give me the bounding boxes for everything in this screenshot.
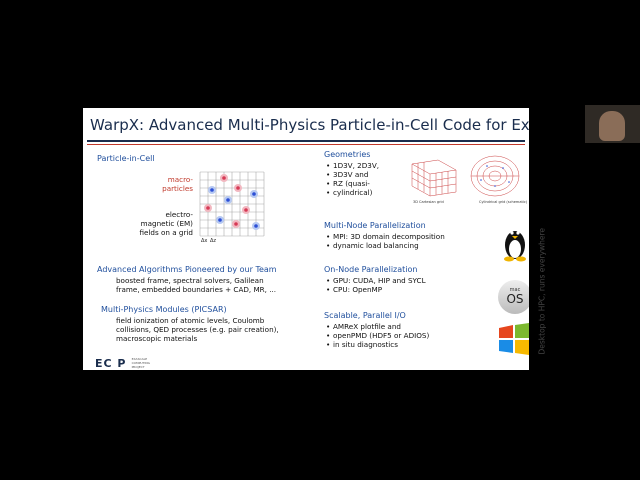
multinode-item: dynamic load balancing [326,241,445,250]
cartesian-grid-image [411,159,457,197]
algorithms-text-1: boosted frame, spectral solvers, Galilea… [116,276,264,285]
presenter-video [599,111,625,141]
multinode-list: MPI: 3D domain decomposition dynamic loa… [326,232,445,250]
physics-text-2: collisions, QED processes (e.g. pair cre… [116,325,279,334]
title-rule [87,140,525,142]
io-heading: Scalable, Parallel I/O [324,311,406,320]
geometries-list: 1D3V, 2D3V, 3D3V and RZ (quasi- cylindri… [326,161,379,197]
io-list: AMReX plotfile and openPMD (HDF5 or ADIO… [326,322,429,349]
cylindrical-caption: Cylindrical grid (schematic) [479,200,528,204]
windows-logo-icon [499,323,529,355]
side-caption-text: Desktop to HPC, runs everywhere [537,227,547,355]
geometries-item: cylindrical) [326,188,379,197]
macos-label-2: OS [506,292,524,306]
ecp-logo: EC P EXASCALE COMPUTING PROJECT [95,352,154,371]
cylindrical-grid-image [470,155,520,197]
geometries-heading: Geometries [324,150,371,159]
onnode-item: GPU: CUDA, HIP and SYCL [326,276,426,285]
multinode-heading: Multi-Node Parallelization [324,221,426,230]
webcam-thumbnail[interactable] [585,105,640,143]
ecp-logo-text: EC P [95,357,127,370]
multinode-item: MPI: 3D domain decomposition [326,232,445,241]
io-item: AMReX plotfile and [326,322,429,331]
onnode-heading: On-Node Parallelization [324,265,418,274]
macos-label-1: mac [509,287,521,293]
particle-markers [204,174,260,230]
particles-label: particles [162,184,193,193]
io-item: in situ diagnostics [326,340,429,349]
physics-heading: Multi-Physics Modules (PICSAR) [101,305,227,314]
title-rule-accent [87,144,525,145]
grid-dz-label: Δz [210,238,216,244]
macro-label: macro- [167,175,193,184]
geometries-item: 1D3V, 2D3V, [326,161,379,170]
em-label-2: magnetic (EM) [140,219,193,228]
presentation-slide: WarpX: Advanced Multi-Physics Particle-i… [83,108,529,370]
em-label-1: electro- [165,210,193,219]
pic-grid-diagram: Δx Δz [199,171,265,244]
grid-dx-label: Δx [201,238,207,244]
io-item: openPMD (HDF5 or ADIOS) [326,331,429,340]
macos-logo-icon: mac OS [498,280,529,314]
physics-text-3: macroscopic materials [116,334,198,343]
cartesian-caption: 3D Cartesian grid [413,200,444,204]
pic-heading: Particle-in-Cell [97,154,155,163]
slide-title: WarpX: Advanced Multi-Physics Particle-i… [90,116,529,134]
algorithms-heading: Advanced Algorithms Pioneered by our Tea… [97,265,277,274]
ecp-logo-subtext: EXASCALE COMPUTING PROJECT [131,356,150,369]
onnode-list: GPU: CUDA, HIP and SYCL CPU: OpenMP [326,276,426,294]
em-label-3: fields on a grid [139,228,193,237]
onnode-item: CPU: OpenMP [326,285,426,294]
geometries-item: 3D3V and [326,170,379,179]
geometries-item: RZ (quasi- [326,179,379,188]
side-caption: Desktop to HPC, runs everywhere [532,215,552,370]
linux-penguin-icon [504,231,526,262]
physics-text-1: field ionization of atomic levels, Coulo… [116,316,265,325]
algorithms-text-2: frame, embedded boundaries + CAD, MR, ..… [116,285,277,294]
